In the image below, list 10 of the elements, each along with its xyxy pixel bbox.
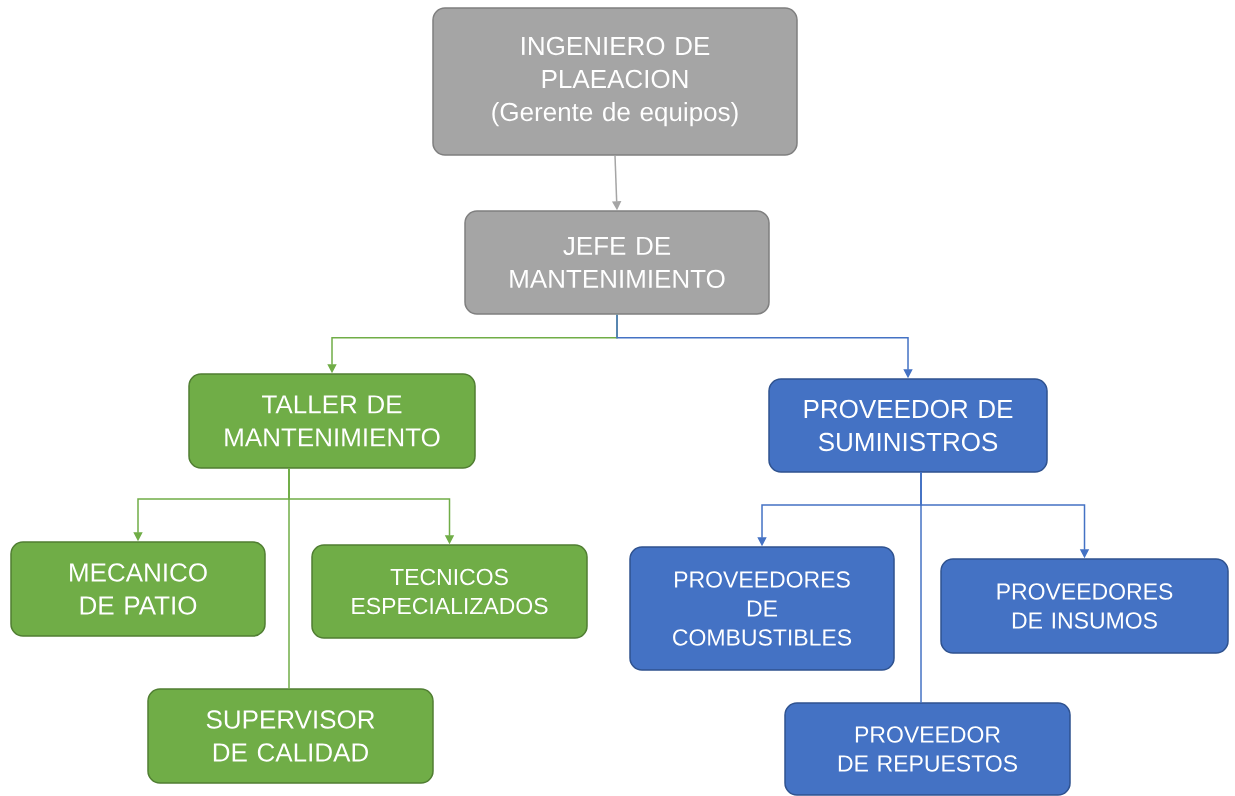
org-box: SUPERVISOR DE CALIDAD [147, 688, 434, 784]
org-box: MECANICO DE PATIO [10, 541, 266, 637]
org-box: TECNICOS ESPECIALIZADOS [311, 544, 588, 639]
org-box: TALLER DE MANTENIMIENTO [188, 373, 476, 469]
org-box: PROVEEDORES DE INSUMOS [940, 558, 1229, 654]
org-box: PROVEEDOR DE REPUESTOS [784, 702, 1071, 796]
org-box: PROVEEDOR DE SUMINISTROS [768, 378, 1048, 473]
org-box: JEFE DE MANTENIMIENTO [464, 210, 770, 315]
org-box: INGENIERO DE PLAEACION (Gerente de equipos) [432, 7, 798, 156]
org-box: PROVEEDORES DE COMBUSTIBLES [629, 546, 895, 671]
